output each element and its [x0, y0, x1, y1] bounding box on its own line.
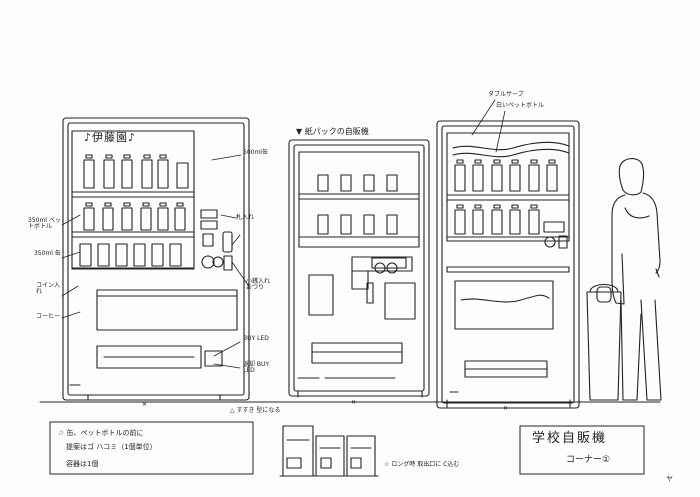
m1-change-label: 小銭入れ おつり [246, 278, 271, 291]
m1-control-panel [200, 209, 233, 271]
m1-buy-label: BUY LED [243, 335, 269, 342]
m2-note-label: △ すすき 型になる [230, 407, 281, 414]
m2-title-label: ▼ 紙パックの自販機 [296, 127, 369, 136]
signature: ヤ [666, 475, 673, 483]
m3-control-panel [543, 221, 568, 249]
svg-text:✕: ✕ [142, 401, 147, 408]
m2-row2-products [317, 214, 398, 235]
m1-row3-products [79, 243, 182, 267]
note-line-2: 提案はゴ ハコミ（1個単位） [66, 443, 157, 451]
m1-return-label: 返却 BUY LED [243, 361, 270, 374]
m2-row1-products [317, 174, 398, 192]
vending-machine-3: ✕ [436, 99, 580, 412]
vending-machine-2: ✕ [288, 139, 430, 406]
title-box-frame [519, 425, 645, 475]
m3-top2-label: 白いペットボトル [496, 102, 545, 109]
small-machines-sketch [279, 425, 379, 477]
m1-350ml-bottle-label: 350ml ペットボトル [28, 217, 61, 230]
title-line-1: 学校自販機 [532, 431, 608, 446]
m1-500ml-label: 500ml缶 [243, 149, 268, 156]
trash-bin [586, 283, 622, 401]
m1-row1-products [83, 154, 189, 189]
m1-350ml-can-label: 350ml 缶 [34, 250, 61, 257]
m1-coin-label: コイン入れ [36, 282, 61, 295]
note-line-3: 容器は1個 [66, 460, 99, 468]
note-box-frame [49, 421, 254, 475]
title-line-2: コーナー① [566, 455, 611, 465]
svg-text:✕: ✕ [351, 399, 356, 406]
m1-row2-products [83, 202, 186, 231]
m3-row2-products [454, 204, 540, 235]
m1-coffee-label: コーヒー [36, 313, 61, 320]
m1-bill-label: 札入れ [236, 214, 255, 221]
bottom-note-label: ☆ ロング時 取出口に C込む [384, 461, 460, 468]
note-line-1: ☆ 缶、ペットボトルの前に [58, 429, 144, 437]
m1-brand-label: ♪伊藤園♪ [84, 131, 137, 144]
student-figure [611, 158, 662, 401]
m3-top1-label: ダブルサーブ [488, 91, 524, 98]
m3-row1-products [454, 159, 558, 192]
svg-text:✕: ✕ [503, 405, 508, 412]
vending-machine-1: ✕ [61, 117, 250, 408]
